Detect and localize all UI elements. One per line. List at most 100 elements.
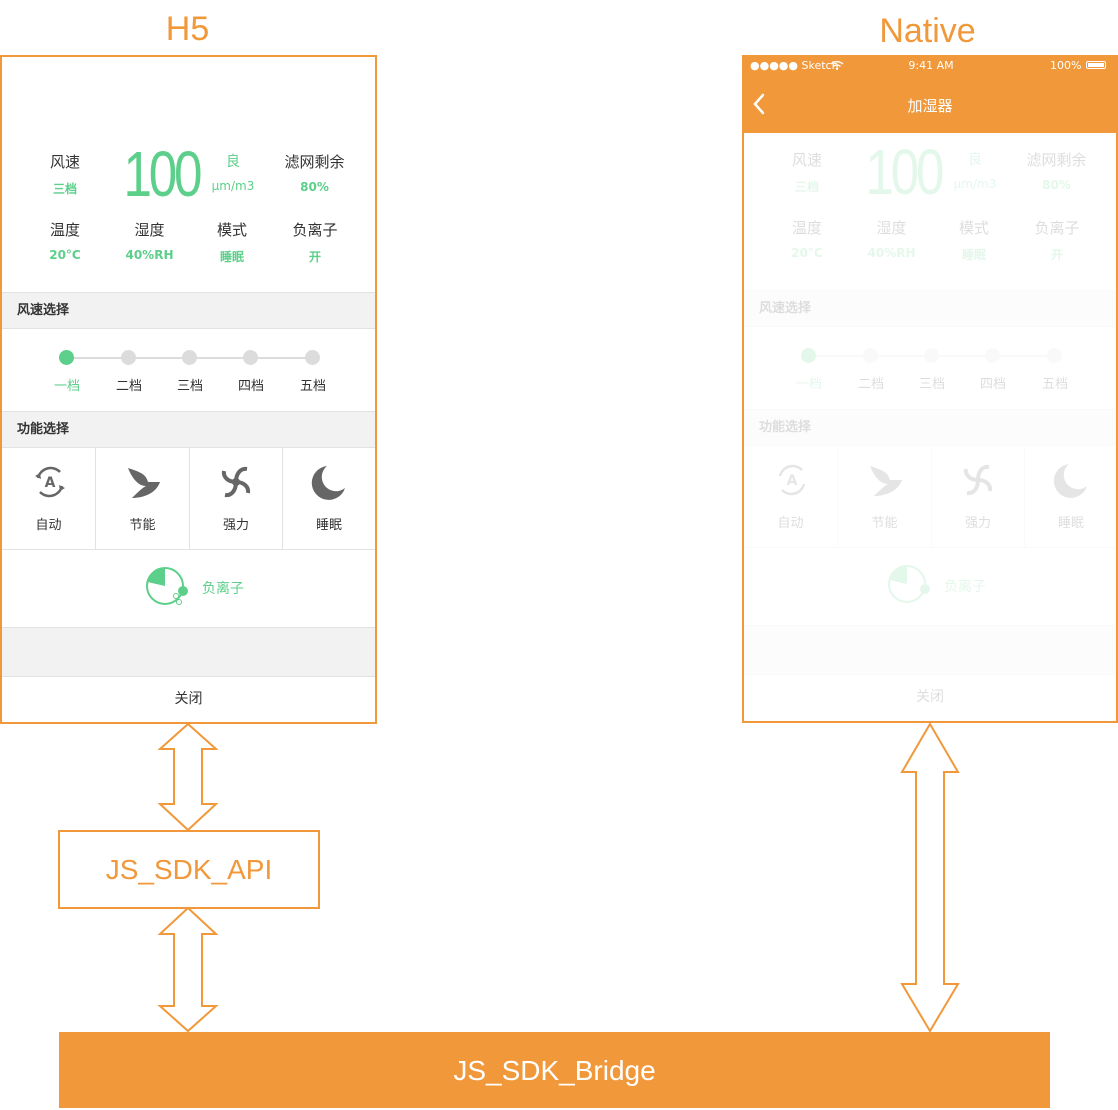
native-temp-label: 温度 [791,219,822,237]
native-function-sleep: 睡眠 [1025,446,1116,547]
native-speed-section-header: 风速选择 [744,290,1116,327]
spacer-band [2,627,375,677]
function-power-label: 强力 [222,518,249,533]
js-sdk-api-box: JS_SDK_API [58,830,320,909]
status-time: 9:41 AM [908,59,954,72]
native-ion-button-label: 负离子 [944,579,986,595]
native-function-auto-label: 自动 [777,516,804,531]
native-humidity-label: 湿度 [876,219,907,237]
h5-phone-frame: 风速 三档 100 良 µm/m3 滤网剩余 80% 温度 20°C 湿度 40… [0,55,377,724]
native-function-power: 强力 [932,446,1025,547]
native-filter-label: 滤网剩余 [1026,151,1087,169]
native-speed-level-1: 一档 [795,377,822,392]
native-wind-label: 风速 [791,151,822,169]
function-grid: A 自动 节能 强力 [2,448,375,550]
filter-label: 滤网剩余 [284,153,345,171]
ion-button-label: 负离子 [202,581,244,597]
native-speed-dot-2 [863,348,878,363]
battery-icon [1086,61,1106,69]
native-function-auto: A 自动 [744,446,838,547]
back-chevron-icon[interactable] [752,93,766,115]
speed-dot-4[interactable] [243,350,258,365]
speed-dot-3[interactable] [182,350,197,365]
native-function-eco: 节能 [838,446,932,547]
humidity-label: 湿度 [134,221,165,239]
native-speed-dot-5 [1047,348,1062,363]
native-phone-frame: ●●●●● Sketch 9:41 AM 100% 加湿器 风速三档 100 良… [742,55,1118,723]
native-ion-value: 开 [1050,248,1063,262]
speed-dot-5[interactable] [305,350,320,365]
function-eco[interactable]: 节能 [96,448,190,549]
speed-level-3[interactable]: 三档 [176,379,203,394]
native-nav-title: 加湿器 [907,97,953,115]
native-spacer-band [744,625,1116,675]
leaf-icon [128,468,160,498]
h5-title: H5 [165,10,210,48]
speed-level-4[interactable]: 四档 [237,379,264,394]
native-ion-radar-icon [888,565,930,603]
native-function-sleep-label: 睡眠 [1057,516,1084,531]
native-mode-label: 模式 [958,219,989,237]
svg-text:A: A [787,473,798,489]
native-ion-row: 负离子 [744,548,1116,625]
stats-panel: 风速 三档 100 良 µm/m3 滤网剩余 80% 温度 20°C 湿度 40… [2,57,375,292]
native-humidity-value: 40%RH [867,246,916,260]
quality-label: 良 [226,154,240,170]
function-auto-label: 自动 [35,518,62,533]
native-speed-dot-1 [801,348,816,363]
speed-level-5[interactable]: 五档 [299,379,326,394]
native-speed-dot-3 [924,348,939,363]
unit-label: µm/m3 [211,179,255,193]
speed-section-header: 风速选择 [2,292,375,329]
native-function-eco-label: 节能 [871,516,898,531]
js-sdk-bridge-bar: JS_SDK_Bridge [59,1032,1050,1108]
native-speed-level-5: 五档 [1041,377,1068,392]
close-button[interactable]: 关闭 [174,691,203,707]
temp-value: 20°C [49,248,81,262]
mode-label: 模式 [216,221,247,239]
function-eco-label: 节能 [129,518,156,533]
api-bridge-double-arrow [157,906,219,1033]
native-speed-selector: 一档 二档 三档 四档 五档 [744,327,1116,409]
native-speed-dot-4 [985,348,1000,363]
auto-icon: A [35,466,65,498]
wind-label: 风速 [49,153,80,171]
native-unit-label: µm/m3 [953,177,997,191]
speed-selector[interactable]: 一档 二档 三档 四档 五档 [2,329,375,411]
native-mode-value: 睡眠 [961,248,986,262]
native-leaf-icon [870,466,902,496]
function-sleep-label: 睡眠 [315,518,342,533]
ion-value: 开 [308,250,321,264]
native-speed-track [809,355,1057,357]
native-auto-icon: A [778,464,806,496]
native-close-button: 关闭 [916,689,944,705]
native-function-power-label: 强力 [964,516,991,531]
native-speed-level-4: 四档 [979,377,1006,392]
native-moon-icon [1053,464,1087,498]
native-ion-label: 负离子 [1034,219,1080,237]
speed-dot-2[interactable] [121,350,136,365]
native-speed-level-3: 三档 [918,377,945,392]
native-bridge-double-arrow [900,722,960,1033]
mode-value: 睡眠 [219,250,244,264]
native-temp-value: 20°C [791,246,823,260]
speed-level-1[interactable]: 一档 [53,379,80,394]
native-title: Native [879,12,976,50]
native-function-section-header: 功能选择 [744,409,1116,446]
speed-level-2[interactable]: 二档 [115,379,142,394]
ion-radar-icon [146,567,188,605]
function-auto[interactable]: A 自动 [2,448,96,549]
native-filter-value: 80% [1042,178,1071,192]
ion-row[interactable]: 负离子 [2,550,375,627]
svg-text:A: A [45,475,56,491]
filter-value: 80% [300,180,329,194]
temp-label: 温度 [49,221,80,239]
function-power[interactable]: 强力 [190,448,283,549]
native-fan-swirl-icon [963,464,993,496]
function-section-header: 功能选择 [2,411,375,448]
speed-dot-1[interactable] [59,350,74,365]
function-sleep[interactable]: 睡眠 [283,448,375,549]
native-function-grid: A 自动 节能 强力 [744,446,1116,548]
